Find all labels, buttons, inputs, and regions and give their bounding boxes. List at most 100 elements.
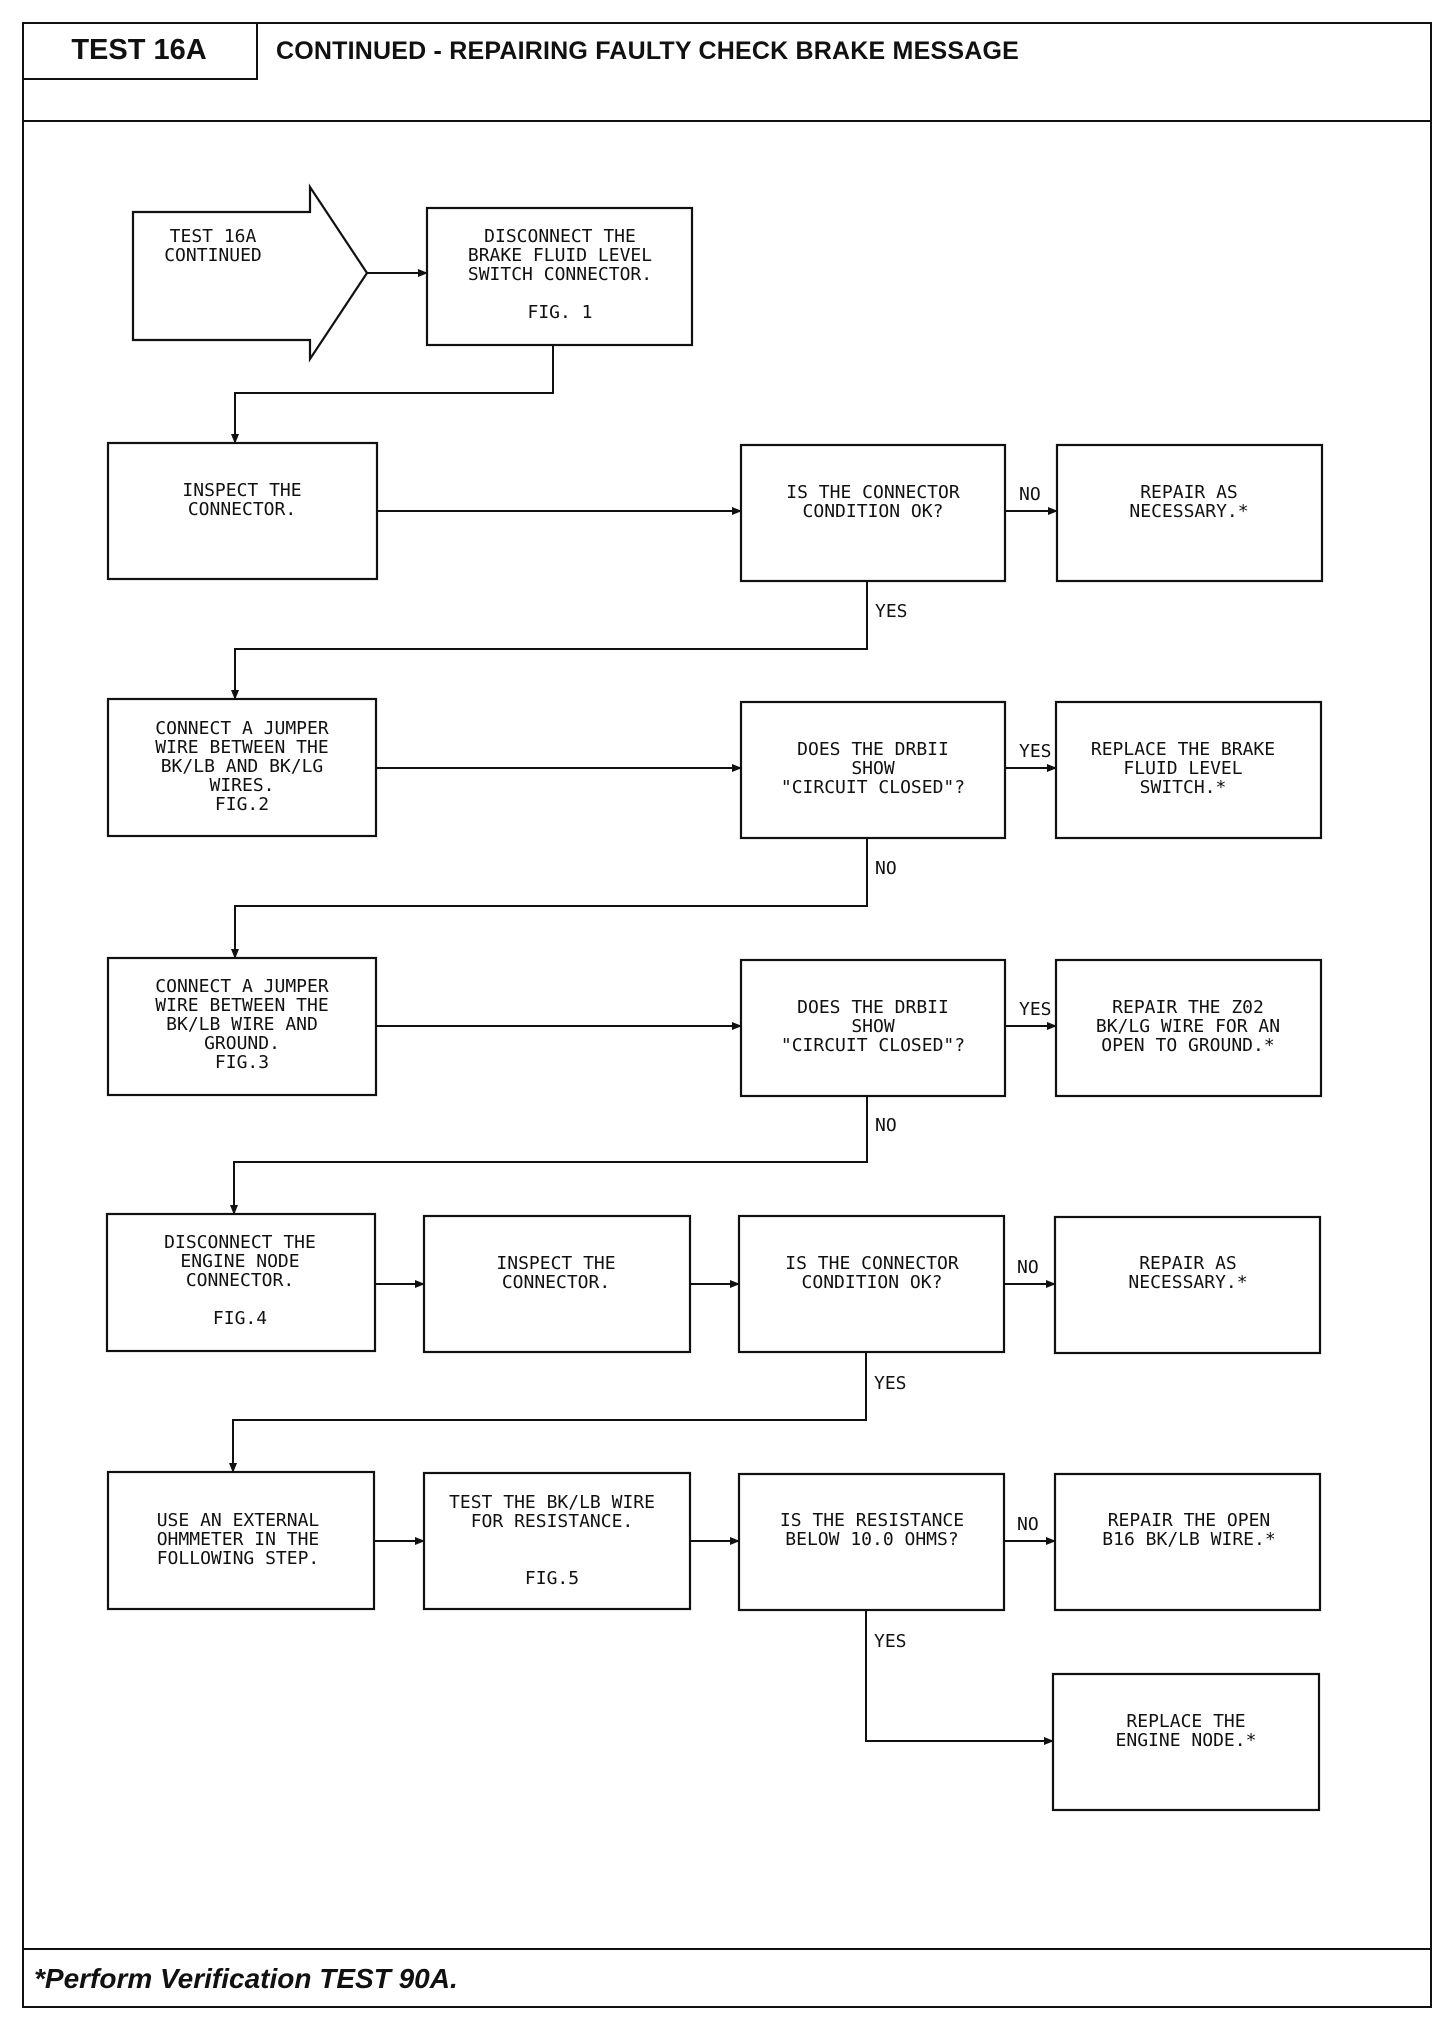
box-text-line: USE AN EXTERNAL: [157, 1510, 320, 1531]
box-text-line: ENGINE NODE: [180, 1251, 299, 1272]
box-text-line: DISCONNECT THE: [164, 1232, 316, 1253]
box-text-line: TEST 16A: [170, 226, 257, 247]
box-text-line: CONNECT A JUMPER: [155, 976, 329, 997]
footer: *Perform Verification TEST 90A.: [22, 1948, 1432, 2008]
box-text-line: GROUND.: [204, 1033, 280, 1054]
branch-label-no: NO: [1017, 1257, 1039, 1278]
box-text-line: REPAIR THE OPEN: [1108, 1510, 1271, 1531]
box-text-line: ENGINE NODE.*: [1116, 1730, 1257, 1751]
box-text-line: SWITCH CONNECTOR.: [468, 264, 652, 285]
box-text-line: FOLLOWING STEP.: [157, 1548, 320, 1569]
branch-label-yes: YES: [874, 1631, 907, 1652]
box-text-line: REPAIR THE Z02: [1112, 997, 1264, 1018]
box-text-line: FIG.2: [215, 794, 269, 815]
box-text-line: DISCONNECT THE: [484, 226, 636, 247]
branch-label-no: NO: [875, 1115, 897, 1136]
box-text-line: FOR RESISTANCE.: [471, 1511, 634, 1532]
header: TEST 16A CONTINUED - REPAIRING FAULTY CH…: [22, 22, 1432, 122]
box-text-line: DOES THE DRBII: [797, 739, 949, 760]
branch-label-no: NO: [875, 858, 897, 879]
box-text-line: "CIRCUIT CLOSED"?: [781, 1035, 965, 1056]
box-text-line: SWITCH.*: [1140, 777, 1227, 798]
box-text-line: DOES THE DRBII: [797, 997, 949, 1018]
box-text-line: CONTINUED: [164, 245, 262, 266]
branch-label-yes: YES: [1019, 741, 1052, 762]
box-text-line: INSPECT THE: [496, 1253, 615, 1274]
branch-label-yes: YES: [874, 1373, 907, 1394]
box-text-line: SHOW: [851, 758, 895, 779]
arrow-decision-4-yes: [229, 1352, 867, 1473]
box-text-line: BK/LB WIRE AND: [166, 1014, 318, 1035]
box-text-line: IS THE CONNECTOR: [786, 482, 960, 503]
test-label: TEST 16A: [22, 22, 258, 80]
box-text-line: BK/LG WIRE FOR AN: [1096, 1016, 1280, 1037]
box-text-line: INSPECT THE: [182, 480, 301, 501]
box-text-line: CONNECTOR.: [186, 1270, 294, 1291]
box-text-line: NECESSARY.*: [1129, 501, 1248, 522]
box-text-line: BRAKE FLUID LEVEL: [468, 245, 652, 266]
box-text-line: OHMMETER IN THE: [157, 1529, 320, 1550]
box-text-line: REPLACE THE: [1126, 1711, 1245, 1732]
arrow-decision-1-yes: [231, 581, 868, 700]
box-text-line: IS THE RESISTANCE: [780, 1510, 964, 1531]
box-text-line: CONDITION OK?: [802, 1272, 943, 1293]
box-text-line: CONNECT A JUMPER: [155, 718, 329, 739]
branch-label-no: NO: [1019, 484, 1041, 505]
box-text-line: WIRE BETWEEN THE: [155, 995, 328, 1016]
box-text-line: NECESSARY.*: [1128, 1272, 1247, 1293]
page-title: CONTINUED - REPAIRING FAULTY CHECK BRAKE…: [276, 36, 1019, 65]
box-text-line: FIG.5: [525, 1568, 579, 1589]
box-text-line: FIG. 1: [527, 302, 592, 323]
box-text-line: CONNECTOR.: [502, 1272, 610, 1293]
box-text-line: FLUID LEVEL: [1123, 758, 1242, 779]
box-text-line: BELOW 10.0 OHMS?: [785, 1529, 958, 1550]
box-text-line: BK/LB AND BK/LG: [161, 756, 324, 777]
arrow-decision-2-no: [231, 838, 868, 959]
box-text-line: REPAIR AS: [1140, 482, 1238, 503]
box-text-line: OPEN TO GROUND.*: [1101, 1035, 1274, 1056]
box-text-line: SHOW: [851, 1016, 895, 1037]
branch-label-yes: YES: [875, 601, 908, 622]
start-arrow-shape: [131, 183, 369, 363]
branch-label-no: NO: [1017, 1514, 1039, 1535]
box-text-line: FIG.3: [215, 1052, 269, 1073]
box-text-line: WIRES.: [209, 775, 274, 796]
branch-label-yes: YES: [1019, 999, 1052, 1020]
box-text-line: B16 BK/LB WIRE.*: [1102, 1529, 1275, 1550]
box-text-line: CONDITION OK?: [803, 501, 944, 522]
